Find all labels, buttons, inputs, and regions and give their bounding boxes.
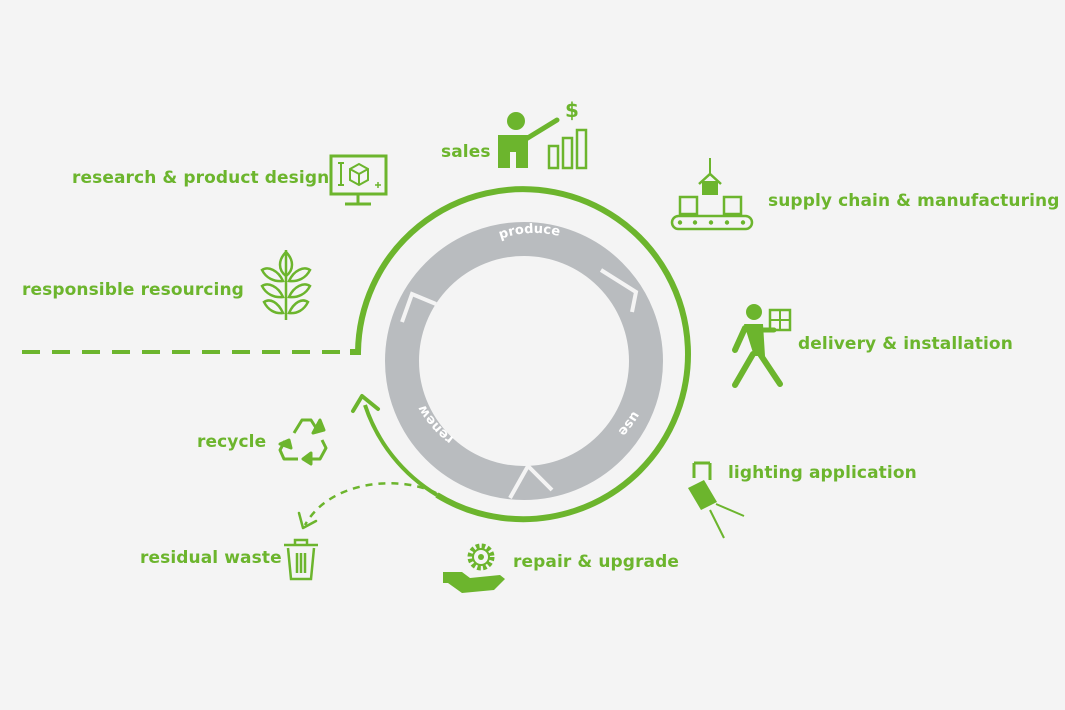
label-recycle: recycle: [197, 432, 267, 452]
recycle-loop-arc: [363, 404, 439, 497]
leaf-icon: [260, 250, 312, 320]
conveyor-icon: [670, 158, 754, 231]
ring-label-produce: produce: [497, 222, 562, 243]
label-research: research & product design: [72, 168, 330, 188]
label-supply-chain: supply chain & manufacturing: [768, 191, 1060, 211]
trash-bin-icon: [284, 538, 318, 581]
label-resourcing: responsible resourcing: [22, 280, 244, 300]
ring-separator-top-right: [599, 268, 639, 313]
residual-arrow-head: [297, 511, 318, 530]
label-sales: sales: [441, 142, 491, 162]
gear-hand-icon: [443, 543, 505, 593]
ring-separator-bottom: [508, 462, 554, 499]
recycle-icon: [278, 418, 328, 466]
outer-loop-arc: [350, 186, 691, 523]
spotlight-icon: [688, 461, 745, 539]
label-lighting: lighting application: [728, 463, 917, 483]
ring-separator-left: [400, 291, 437, 323]
label-repair: repair & upgrade: [513, 552, 680, 572]
recycle-arrow-head: [351, 394, 380, 413]
label-residual: residual waste: [140, 548, 282, 568]
inner-cycle-ring: [385, 222, 663, 500]
label-delivery: delivery & installation: [798, 334, 1013, 354]
residual-dashed-curve: [303, 482, 437, 526]
currency-icon: $: [565, 98, 579, 122]
walking-delivery-icon: [732, 304, 792, 388]
monitor-design-icon: [329, 154, 388, 206]
presenter-chart-icon: $: [498, 98, 588, 170]
